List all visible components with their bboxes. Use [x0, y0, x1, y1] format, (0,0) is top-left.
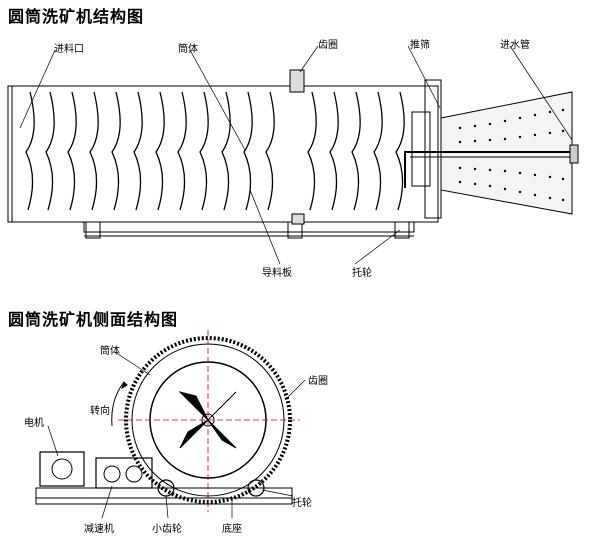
label-water-pipe: 进水管 — [500, 40, 530, 51]
top-diagram-title: 圆筒洗矿机结构图 — [8, 7, 145, 26]
screen-holes — [458, 108, 565, 202]
side-diagram-title: 圆筒洗矿机侧面结构图 — [8, 310, 179, 329]
label-base: 底座 — [222, 524, 242, 535]
label-screen: 推筛 — [410, 40, 430, 51]
label-side-ring-gear: 齿圈 — [308, 376, 328, 387]
label-drum: 筒体 — [178, 44, 198, 55]
label-guide-plate: 导料板 — [262, 268, 292, 279]
scraper-blades — [25, 91, 405, 211]
label-side-drum: 筒体 — [100, 346, 120, 357]
label-rotation: 转向 — [90, 406, 110, 417]
label-side-roller: 托轮 — [292, 498, 312, 509]
label-reducer: 减速机 — [84, 524, 114, 535]
label-motor: 电机 — [24, 418, 44, 429]
label-roller: 托轮 — [352, 268, 372, 279]
drum-washer-structure-drawing — [7, 45, 579, 265]
label-ring-gear: 齿圈 — [318, 40, 338, 51]
label-inlet: 进料口 — [54, 44, 84, 55]
label-pinion: 小齿轮 — [152, 524, 182, 535]
